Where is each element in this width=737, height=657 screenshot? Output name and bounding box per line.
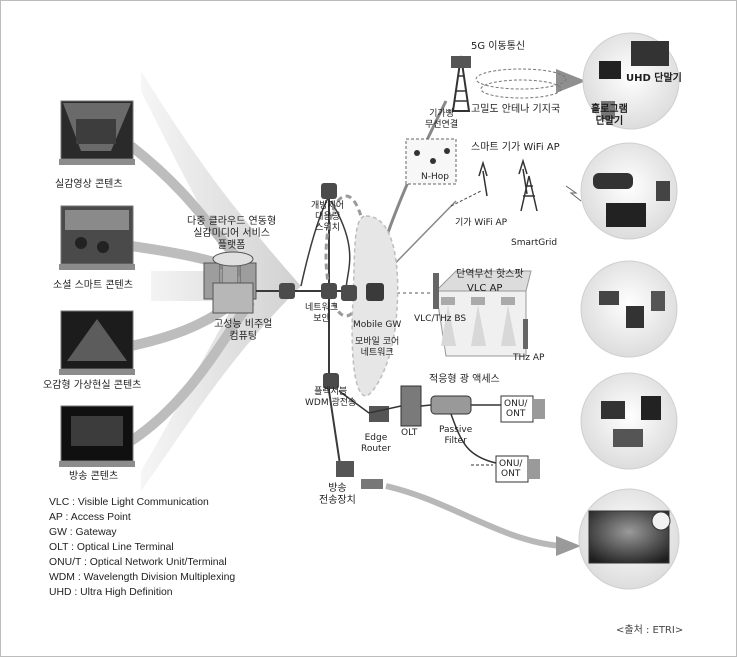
network-security-label: 네트워크 보안 bbox=[305, 303, 339, 324]
access-fiber bbox=[338, 390, 402, 414]
network-node bbox=[321, 183, 337, 199]
wifi-link bbox=[450, 190, 482, 207]
nhop-label: N-Hop bbox=[421, 172, 449, 182]
5g-beam-outline bbox=[475, 68, 567, 90]
onu-label: ONU/ ONT bbox=[504, 399, 528, 419]
device-radio-label: 기가빵 무선연결 bbox=[425, 109, 459, 130]
content-screen-social bbox=[59, 205, 135, 270]
thz-ap-tower bbox=[523, 319, 528, 349]
content-funnel bbox=[141, 71, 301, 491]
device-circle bbox=[580, 372, 678, 470]
mobile-core-oval bbox=[351, 215, 399, 397]
wifi-ap-antenna bbox=[478, 158, 528, 197]
thz-ap-label: THz AP bbox=[513, 353, 545, 363]
edge-router-label: Edge Router bbox=[361, 433, 391, 454]
hotspot-ceiling bbox=[434, 270, 532, 292]
glossary-item: ONU/T : Optical Network Unit/Terminal bbox=[49, 557, 227, 568]
vlc-beam bbox=[501, 305, 516, 346]
content-label-realistic: 실감영상 콘텐츠 bbox=[55, 179, 123, 190]
vlc-lamp bbox=[441, 297, 455, 305]
content-screen-vr bbox=[59, 310, 135, 375]
olt-label: OLT bbox=[401, 428, 418, 438]
vlc-lamp bbox=[501, 297, 515, 305]
funnel-flow bbox=[128, 298, 256, 446]
vlc-ap-label: VLC AP bbox=[467, 283, 503, 294]
cloud-platform-label: 다중 클라우드 연동형 실감미디어 서비스 플랫폼 bbox=[187, 216, 277, 251]
wireless-bolt bbox=[565, 185, 582, 202]
vlc-bs-label: VLC/THz BS bbox=[414, 314, 467, 324]
device-circle bbox=[580, 260, 678, 358]
network-node bbox=[323, 373, 339, 389]
5g-tower bbox=[451, 55, 471, 112]
onu-label: ONU/ ONT bbox=[499, 459, 523, 479]
broadcast-tx-label: 방송 전송장치 bbox=[319, 483, 356, 506]
smartgrid-label: SmartGrid bbox=[511, 238, 558, 248]
access-fiber bbox=[450, 413, 497, 464]
photonic-wdm-label: 플렉서블 WDM 광전송 bbox=[305, 387, 357, 408]
glossary: VLC : Visible Light Communication AP : A… bbox=[49, 495, 235, 600]
cloud-platform-servers bbox=[203, 251, 257, 314]
adaptive-access-label: 적응형 광 액세스 bbox=[429, 374, 500, 385]
onu-radiator bbox=[528, 459, 540, 479]
vlc-beam bbox=[471, 305, 486, 346]
network-node bbox=[366, 283, 384, 301]
smartgrid-pylon bbox=[520, 175, 538, 212]
giga-wifi-ap-label: 기가 WiFi AP bbox=[455, 218, 508, 228]
content-label-broadcast: 방송 콘텐츠 bbox=[69, 471, 119, 482]
glossary-item: WDM : Wavelength Division Multiplexing bbox=[49, 572, 236, 583]
5g-beam-outline bbox=[480, 79, 562, 99]
content-label-vr: 오감형 가상현실 콘텐츠 bbox=[43, 380, 142, 391]
hotspot-label: 단역무선 핫스팟 bbox=[456, 269, 524, 280]
olt-device bbox=[400, 385, 422, 427]
edge-router-device bbox=[369, 406, 389, 422]
smart-wifi-label: 스마트 기가 WiFi AP bbox=[471, 142, 560, 153]
access-fiber bbox=[420, 404, 432, 407]
content-screen-realistic bbox=[59, 100, 135, 165]
hologram-terminal-label: 홀로그램 단말기 bbox=[591, 104, 628, 127]
network-node bbox=[321, 283, 337, 299]
onu-radiator bbox=[533, 399, 545, 419]
5g-label: 5G 이동통신 bbox=[471, 41, 526, 52]
network-node bbox=[341, 285, 357, 301]
device-circle bbox=[582, 32, 680, 130]
device-circle bbox=[580, 142, 678, 240]
glossary-item: GW : Gateway bbox=[49, 527, 117, 538]
network-node bbox=[279, 283, 295, 299]
mobile-gw-label: Mobile GW bbox=[353, 320, 402, 330]
glossary-item: OLT : Optical Line Terminal bbox=[49, 542, 174, 553]
passive-filter-label: Passive Filter bbox=[439, 425, 473, 446]
glossary-item: VLC : Visible Light Communication bbox=[49, 497, 209, 508]
uhd-terminal-label: UHD 단말기 bbox=[626, 73, 682, 84]
switch-label: 개방제어 대용량 스위치 bbox=[311, 201, 345, 233]
onu-device bbox=[500, 395, 534, 423]
nhop-dot bbox=[414, 150, 420, 156]
vlc-beam bbox=[441, 305, 456, 346]
content-label-social: 소셜 스마트 콘텐츠 bbox=[53, 280, 133, 291]
glossary-item: UHD : Ultra High Definition bbox=[49, 587, 173, 598]
content-screen-broadcast bbox=[59, 405, 135, 467]
broadcast-arrow bbox=[556, 536, 581, 556]
passive-filter-device bbox=[430, 395, 472, 415]
broadcast-tx-device bbox=[336, 461, 354, 477]
broadcast-tx-device bbox=[361, 479, 383, 489]
5g-arrow bbox=[556, 69, 586, 93]
broadcast-beam bbox=[385, 483, 562, 549]
hpc-label: 고성능 비주얼 컴퓨팅 bbox=[214, 319, 273, 342]
source-credit: <출처 : ETRI> bbox=[616, 625, 684, 636]
nhop-dot bbox=[444, 148, 450, 154]
dense-antenna-label: 고밀도 안테나 기지국 bbox=[471, 104, 561, 115]
vlc-bs-tower bbox=[433, 273, 439, 309]
glossary-item: AP : Access Point bbox=[49, 512, 131, 523]
device-circle bbox=[578, 488, 680, 590]
vlc-lamp bbox=[471, 297, 485, 305]
nhop-dot bbox=[430, 158, 436, 164]
mobile-core-label: 모바일 코어 네트워크 bbox=[355, 337, 400, 358]
